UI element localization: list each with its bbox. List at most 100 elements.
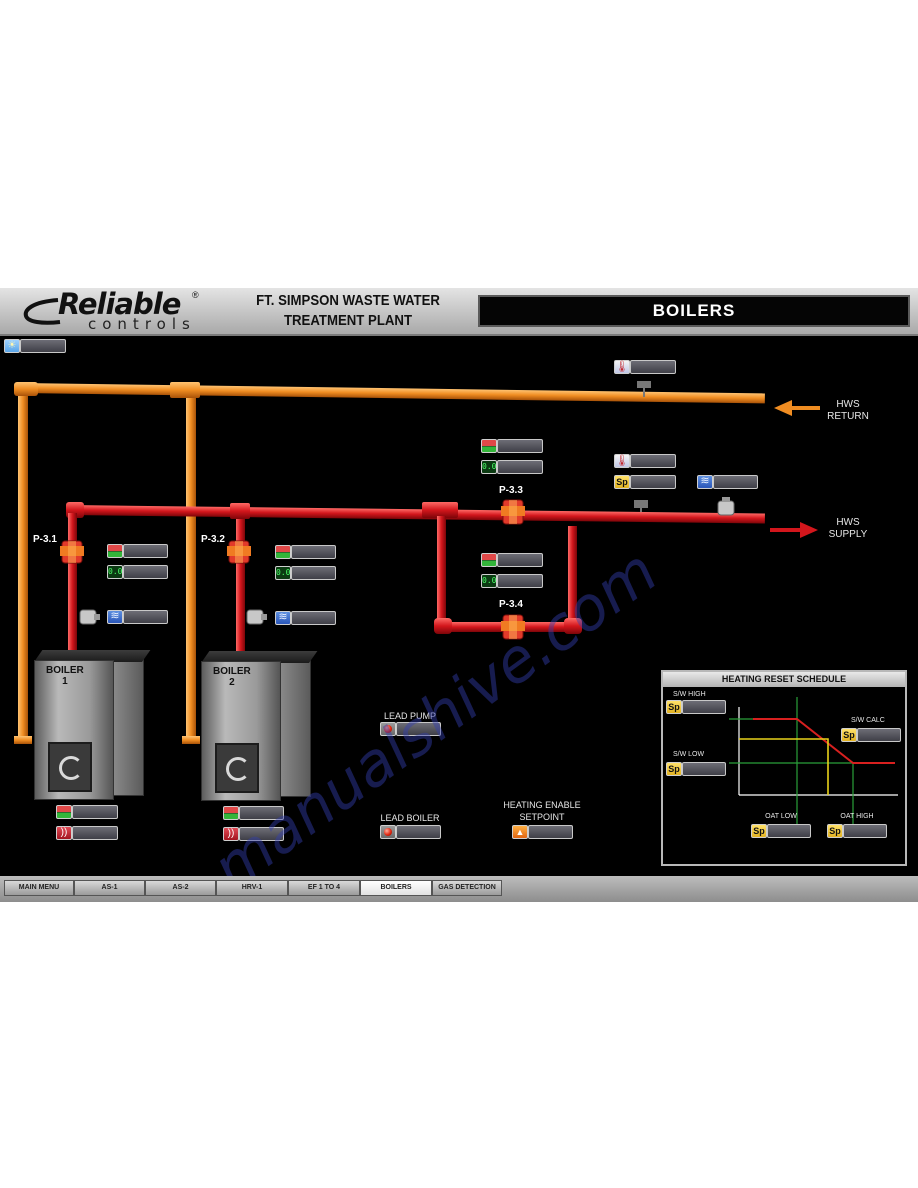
- heating-enable-line1: HEATING ENABLE: [503, 800, 581, 810]
- pump-p32-runtime-icon[interactable]: 0.0: [275, 566, 291, 580]
- sw-calc-display[interactable]: [857, 728, 901, 742]
- supply-flow-meter-icon: [717, 497, 735, 516]
- setpoint-icon[interactable]: Sp: [751, 824, 767, 838]
- nav-ef-1-to-4[interactable]: EF 1 TO 4: [288, 880, 360, 896]
- boiler2-status-icon[interactable]: [223, 806, 239, 820]
- logo-swoosh-icon: [23, 298, 61, 325]
- supply-temp-sensor-icon: [634, 500, 648, 512]
- pump-p33-runtime-display[interactable]: [497, 460, 543, 474]
- nav-boilers[interactable]: BOILERS: [360, 880, 432, 896]
- boiler1-status-display[interactable]: [72, 805, 118, 819]
- boiler-2-title-line2: 2: [229, 677, 235, 688]
- pump-p32-label: P-3.2: [201, 534, 225, 545]
- hws-return-temp-display[interactable]: [630, 360, 676, 374]
- pump-p31-label: P-3.1: [33, 534, 57, 545]
- alarm-icon[interactable]: )): [56, 826, 72, 840]
- boiler-2[interactable]: BOILER 2: [201, 651, 318, 801]
- boiler1-alarm-display[interactable]: [72, 826, 118, 840]
- boiler1-status-icon[interactable]: [56, 805, 72, 819]
- pump-p31-runtime-icon[interactable]: 0.0: [107, 565, 123, 579]
- pump-p31-runtime-display[interactable]: [123, 565, 168, 579]
- return-temp-sensor-icon: [637, 381, 651, 397]
- plant-name-line2: TREATMENT PLANT: [283, 312, 413, 329]
- flow-icon[interactable]: ≋: [107, 610, 123, 624]
- boiler1-flow-display[interactable]: [123, 610, 168, 624]
- sw-high-setpoint-display[interactable]: [682, 700, 726, 714]
- hws-return-line1: HWS: [836, 399, 860, 410]
- setpoint-icon[interactable]: Sp: [666, 762, 682, 776]
- pump-p33-status-icon[interactable]: [481, 439, 497, 453]
- setpoint-icon[interactable]: Sp: [841, 728, 857, 742]
- setpoint-icon[interactable]: Sp: [666, 700, 682, 714]
- heating-enable-line2: SETPOINT: [519, 812, 565, 822]
- oat-low-setpoint-display[interactable]: [767, 824, 811, 838]
- hws-supply-flow-display[interactable]: [713, 475, 758, 489]
- boiler-1-title: BOILER 1: [46, 665, 84, 687]
- reset-schedule-graph: [729, 697, 898, 827]
- logo-wordmark: Reliable: [58, 288, 181, 321]
- boiler2-status-display[interactable]: [239, 806, 284, 820]
- boiler2-flow-display[interactable]: [291, 611, 336, 625]
- nav-hrv-1[interactable]: HRV-1: [216, 880, 288, 896]
- alarm-icon[interactable]: )): [223, 827, 239, 841]
- pump-p32-icon: [227, 540, 251, 564]
- sw-high-label: S/W HIGH: [673, 691, 706, 698]
- outdoor-weather-icon[interactable]: ☀: [4, 339, 20, 353]
- lead-boiler-display[interactable]: [396, 825, 441, 839]
- flow-icon[interactable]: ≋: [697, 475, 713, 489]
- boiler-2-title-line1: BOILER: [213, 666, 251, 677]
- hws-supply-label: HWS SUPPLY: [818, 517, 878, 541]
- heating-enable-setpoint-display[interactable]: [528, 825, 573, 839]
- lead-boiler-label: LEAD BOILER: [380, 813, 440, 823]
- hws-supply-temp-display[interactable]: [630, 454, 676, 468]
- flame-icon[interactable]: ▲: [512, 825, 528, 839]
- pump-p34-label: P-3.4: [499, 599, 523, 610]
- pump-p33-status-display[interactable]: [497, 439, 543, 453]
- pump-p34-status-display[interactable]: [497, 553, 543, 567]
- pump-p33-runtime-icon[interactable]: 0.0: [481, 460, 497, 474]
- sw-low-setpoint-display[interactable]: [682, 762, 726, 776]
- boiler-1-side: [112, 654, 144, 796]
- hws-supply-setpoint-display[interactable]: [630, 475, 676, 489]
- nav-as-2[interactable]: AS-2: [145, 880, 216, 896]
- plant-name: FT. SIMPSON WASTE WATER TREATMENT PLANT: [251, 291, 445, 331]
- pump-p31-icon: [60, 540, 84, 564]
- header-bar: Reliable ® controls FT. SIMPSON WASTE WA…: [0, 288, 918, 336]
- pump-p32-runtime-display[interactable]: [291, 566, 336, 580]
- heating-reset-schedule-panel: HEATING RESET SCHEDULE S/W HIGH Sp S/W L…: [661, 670, 907, 866]
- thermometer-icon[interactable]: 🌡: [614, 360, 630, 374]
- hws-return-pipe: [14, 382, 765, 744]
- pump-p34-status-icon[interactable]: [481, 553, 497, 567]
- registered-mark: ®: [192, 290, 199, 300]
- boiler-1[interactable]: BOILER 1: [34, 650, 151, 800]
- logo-subtext: controls: [88, 315, 196, 333]
- nav-gas-detection[interactable]: GAS DETECTION: [432, 880, 502, 896]
- boiler1-flow-meter-icon: [79, 609, 100, 625]
- boiler2-alarm-display[interactable]: [239, 827, 284, 841]
- boiler-1-front: [34, 660, 114, 800]
- nav-as-1[interactable]: AS-1: [74, 880, 145, 896]
- pump-p32-status-display[interactable]: [291, 545, 336, 559]
- setpoint-icon[interactable]: Sp: [614, 475, 630, 489]
- page-title: BOILERS: [478, 295, 910, 327]
- pump-p33-label: P-3.3: [499, 485, 523, 496]
- lead-boiler-indicator-icon[interactable]: [380, 825, 396, 839]
- boiler-2-side: [279, 655, 311, 797]
- pump-p31-status-icon[interactable]: [107, 544, 123, 558]
- pump-p34-runtime-icon[interactable]: 0.0: [481, 574, 497, 588]
- lead-pump-display[interactable]: [396, 722, 441, 736]
- thermometer-icon[interactable]: 🌡: [614, 454, 630, 468]
- pump-p34-runtime-display[interactable]: [497, 574, 543, 588]
- hws-supply-line1: HWS: [836, 517, 860, 528]
- lead-pump-indicator-icon[interactable]: [380, 722, 396, 736]
- boiler-1-title-line2: 1: [62, 676, 68, 687]
- outdoor-air-temp-display[interactable]: [20, 339, 66, 353]
- pump-p31-status-display[interactable]: [123, 544, 168, 558]
- lead-pump-label: LEAD PUMP: [383, 711, 436, 721]
- nav-main-menu[interactable]: MAIN MENU: [4, 880, 74, 896]
- pump-p32-status-icon[interactable]: [275, 545, 291, 559]
- setpoint-icon[interactable]: Sp: [827, 824, 843, 838]
- flow-icon[interactable]: ≋: [275, 611, 291, 625]
- hws-return-line2: RETURN: [827, 411, 869, 422]
- oat-high-setpoint-display[interactable]: [843, 824, 887, 838]
